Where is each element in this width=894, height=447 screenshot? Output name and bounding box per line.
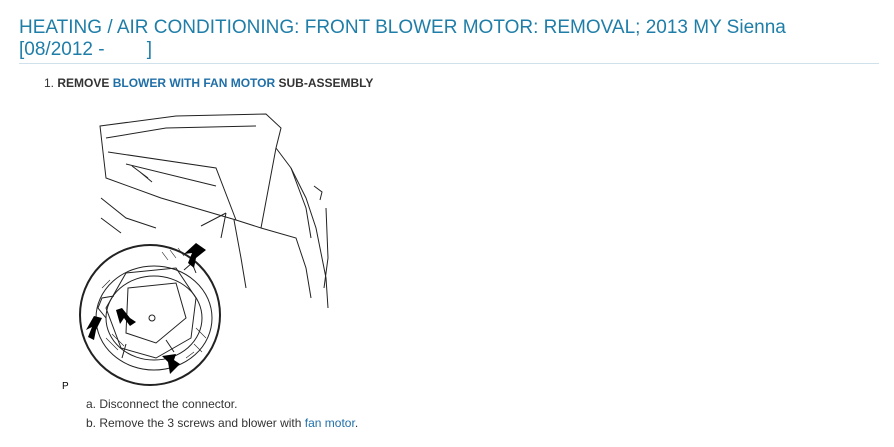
blower-removal-illustration (79, 113, 329, 386)
page-title-line1: HEATING / AIR CONDITIONING: FRONT BLOWER… (19, 17, 786, 38)
substep-a-text: a. Disconnect the connector. (86, 397, 238, 411)
substep-b-end: . (354, 416, 359, 430)
figure-code: P (62, 381, 69, 392)
page-title-line2: [08/2012 - ] (19, 39, 153, 60)
substep-b-text: b. Remove the 3 screws and blower with (86, 416, 302, 430)
step-suffix: SUB-ASSEMBLY (278, 76, 374, 90)
step-prefix: REMOVE (57, 76, 110, 90)
step-number: 1. (44, 76, 55, 90)
substep-b: b. Remove the 3 screws and blower with f… (86, 416, 358, 430)
substep-a: a. Disconnect the connector. (86, 397, 237, 411)
blower-with-fan-motor-link[interactable]: BLOWER WITH FAN MOTOR (112, 76, 276, 90)
step-1: 1. REMOVE BLOWER WITH FAN MOTOR SUB-ASSE… (44, 76, 373, 90)
fan-motor-link[interactable]: fan motor (304, 416, 355, 430)
page-title: HEATING / AIR CONDITIONING: FRONT BLOWER… (19, 17, 879, 64)
